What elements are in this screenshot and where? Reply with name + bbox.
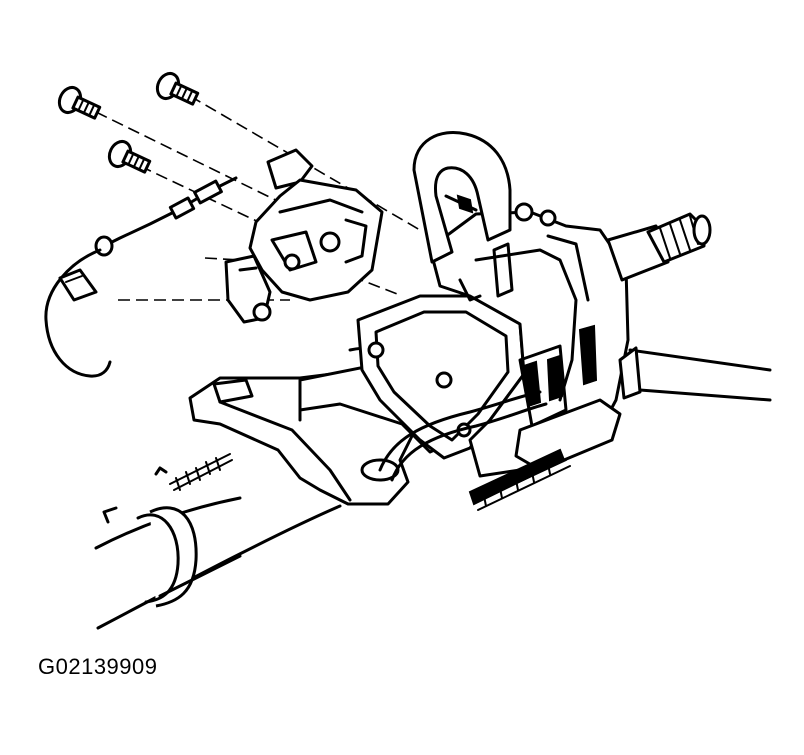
lock-cylinder-yoke [412,131,557,264]
screw-middle [107,139,152,174]
alignment-lines [95,95,421,301]
steering-shaft-spline [606,212,712,282]
screw-left [57,85,102,120]
shift-cable [44,176,238,378]
steering-column-tube [94,453,342,630]
tilt-lever-rod [378,390,548,482]
figure-code-label: G02139909 [38,654,158,679]
lock-actuator-assembly [224,148,384,324]
screw-top [155,71,200,106]
upper-shaft-right [618,346,772,402]
lower-bracket-stripes [468,398,622,511]
